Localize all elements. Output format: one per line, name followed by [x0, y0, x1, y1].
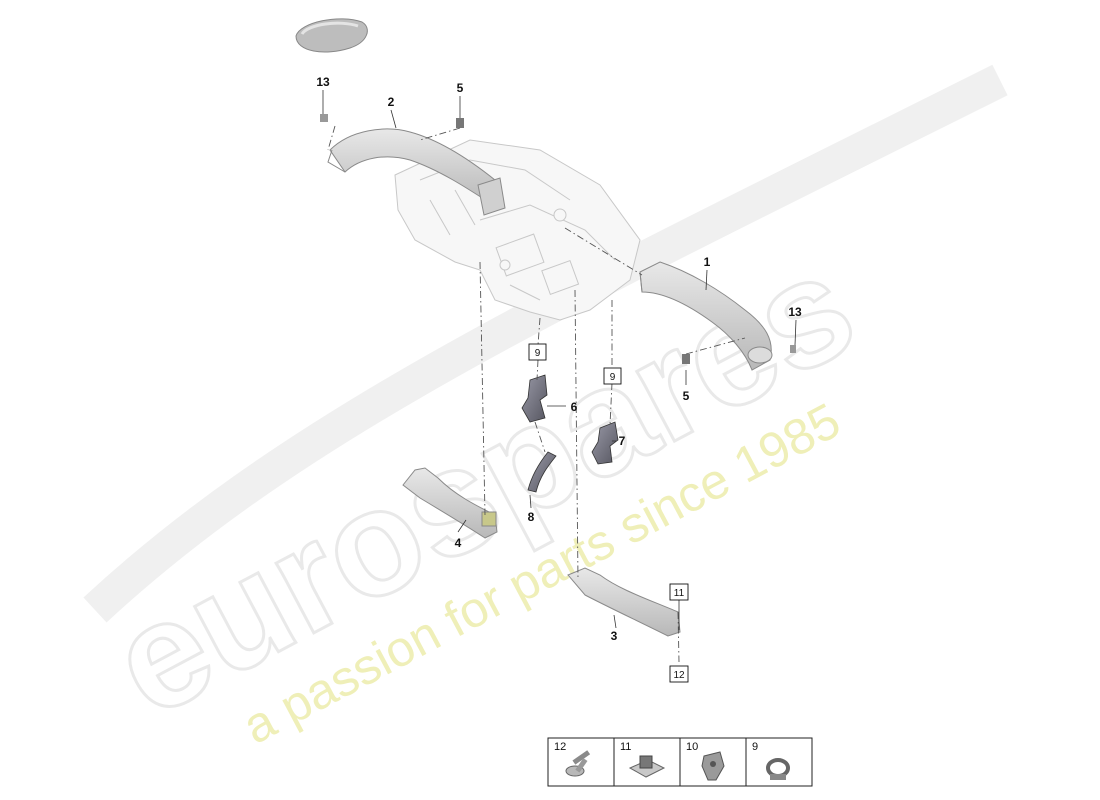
- legend-number-11: 11: [620, 741, 631, 753]
- callout-5-top: 5: [457, 81, 464, 95]
- callout-5-right: 5: [683, 389, 690, 403]
- callout-4: 4: [455, 536, 462, 550]
- leader-lines: [322, 90, 797, 630]
- clip-nut-icon: [628, 755, 666, 778]
- legend-strip: 12 11 10 9: [547, 737, 813, 787]
- assembly-lines: [327, 125, 746, 663]
- air-duct-3: [567, 567, 681, 637]
- callout-6: 6: [571, 400, 578, 414]
- boxed-callouts: 9 9 11 12: [528, 343, 689, 683]
- box-9-right-frame: [603, 367, 622, 385]
- nozzle-7: [591, 421, 619, 465]
- callout-3: 3: [611, 629, 618, 643]
- box-9-left-frame: [528, 343, 547, 361]
- legend-cell-11: 11: [620, 741, 666, 778]
- hose-8: [527, 451, 557, 493]
- callouts: 1 2 3 4 5 5 6 7 8 13 13: [316, 75, 802, 643]
- watermark-swoosh: [83, 64, 1008, 623]
- box-9-right: 9: [610, 372, 616, 383]
- box-12-frame: [669, 665, 689, 683]
- air-duct-1: [639, 261, 773, 371]
- legend-number-10: 10: [686, 741, 698, 753]
- legend-cell-9: 9: [752, 741, 790, 780]
- callout-2: 2: [388, 95, 395, 109]
- callout-8: 8: [528, 510, 535, 524]
- legend-number-12: 12: [554, 741, 566, 753]
- clip-5-right: [682, 354, 690, 364]
- callout-13-top: 13: [316, 75, 330, 89]
- nozzle-6: [521, 374, 548, 423]
- box-11-frame: [669, 583, 689, 601]
- cover-cap: [295, 18, 368, 53]
- hvac-unit: [394, 139, 641, 321]
- air-duct-4: [402, 467, 498, 539]
- legend-number-9: 9: [752, 741, 758, 753]
- clip-13-top: [320, 114, 328, 122]
- screw-icon: [565, 750, 591, 777]
- callout-7: 7: [619, 434, 626, 448]
- plug-clip-icon: [701, 751, 725, 781]
- box-9-left: 9: [535, 348, 541, 359]
- clip-13-right: [790, 345, 796, 353]
- clip-5-top: [456, 118, 464, 128]
- box-12: 12: [673, 670, 685, 681]
- legend-cell-10: 10: [686, 741, 725, 781]
- callout-1: 1: [704, 255, 711, 269]
- callout-13-right: 13: [788, 305, 802, 319]
- legend-cell-12: 12: [554, 741, 591, 777]
- clamp-icon: [766, 758, 790, 780]
- air-duct-2: [327, 128, 506, 216]
- box-11: 11: [674, 588, 685, 599]
